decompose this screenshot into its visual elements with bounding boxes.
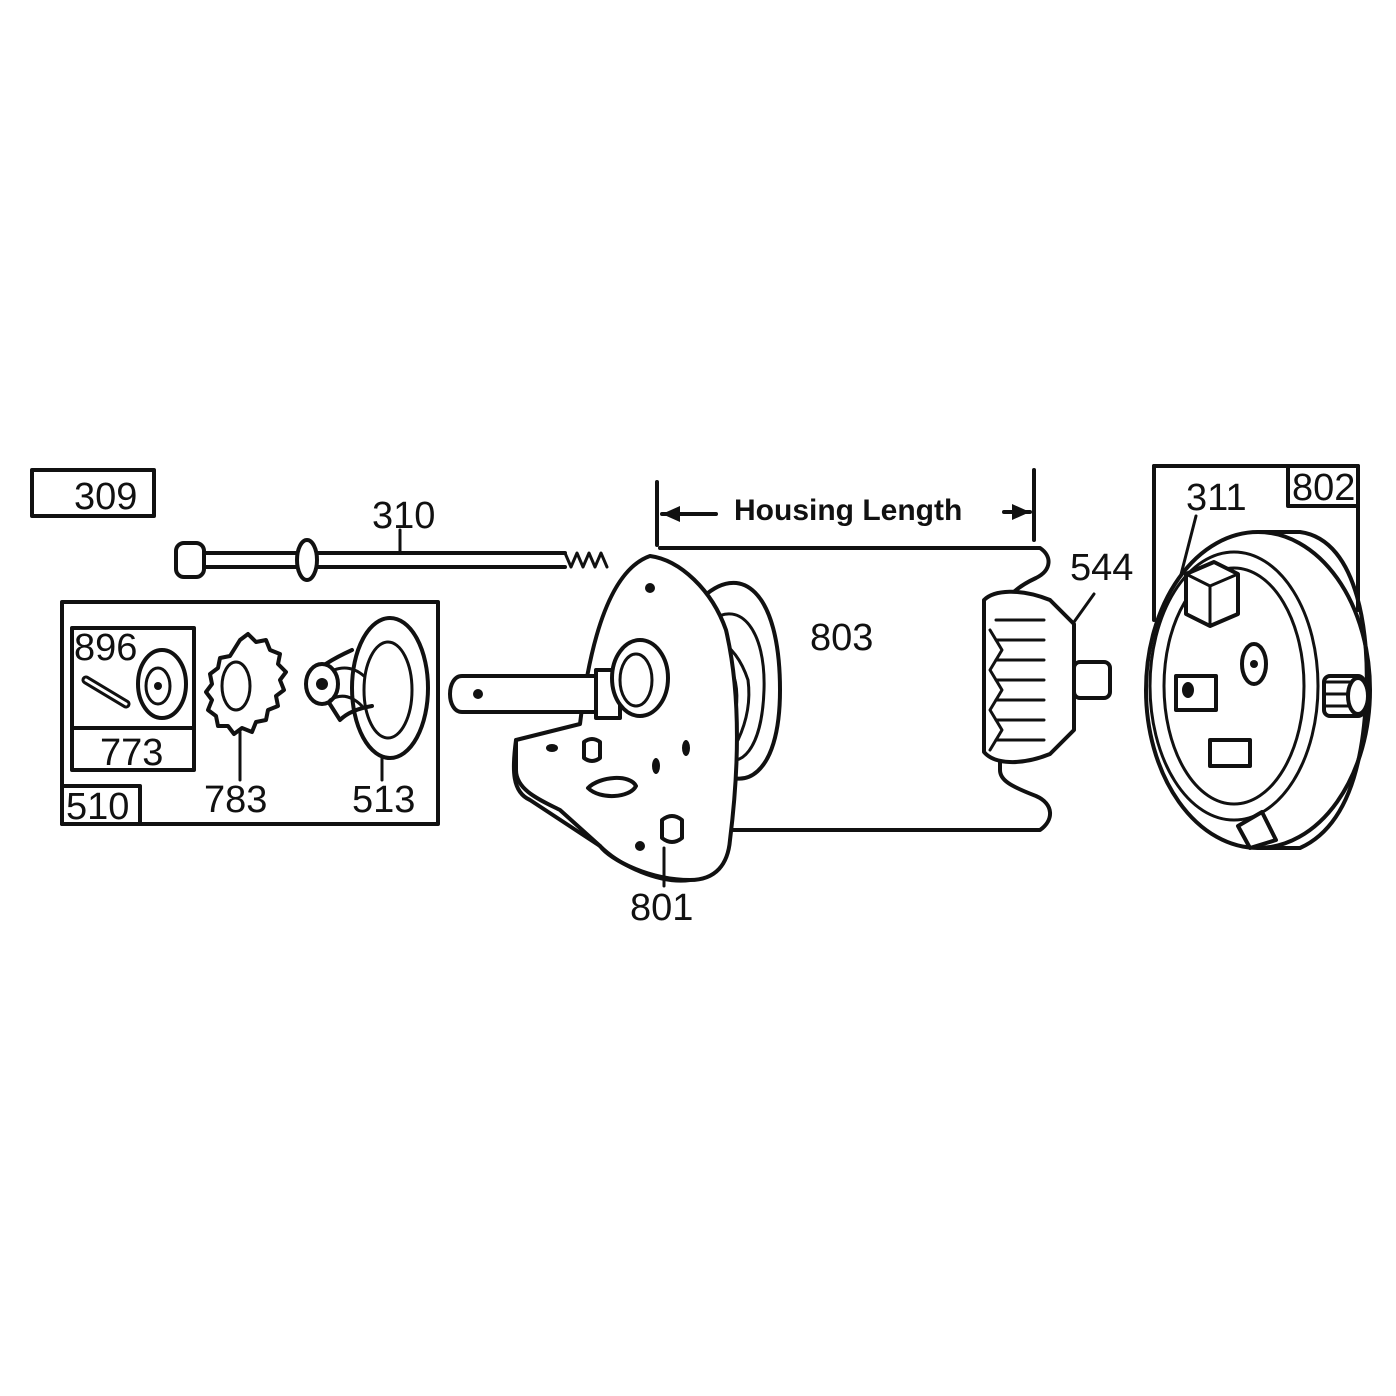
label-896: 896 bbox=[74, 627, 137, 669]
part-773-washer bbox=[136, 648, 188, 720]
part-802-commutator-end-cap: 802 311 bbox=[1144, 464, 1372, 850]
label-510: 510 bbox=[66, 786, 129, 828]
part-513-drive-pinion bbox=[304, 616, 430, 782]
label-544: 544 bbox=[1070, 547, 1133, 589]
label-311: 311 bbox=[1186, 477, 1247, 519]
label-773: 773 bbox=[100, 732, 163, 774]
label-310: 310 bbox=[372, 495, 435, 537]
part-801-drive-end-cap: 801 bbox=[448, 554, 740, 929]
label-309: 309 bbox=[74, 476, 137, 518]
part-783-gear bbox=[204, 632, 288, 782]
label-513: 513 bbox=[352, 779, 415, 821]
housing-length-dimension: Housing Length bbox=[655, 468, 1036, 547]
housing-length-label: Housing Length bbox=[734, 494, 962, 527]
label-802: 802 bbox=[1292, 467, 1355, 509]
kit-773-subbox: 773 896 bbox=[70, 626, 196, 774]
part-896-pin bbox=[81, 675, 131, 709]
part-309-callout: 309 bbox=[30, 468, 156, 518]
label-803: 803 bbox=[810, 617, 873, 659]
label-783: 783 bbox=[204, 779, 267, 821]
part-544-armature: 544 bbox=[982, 547, 1133, 765]
label-801: 801 bbox=[630, 887, 693, 929]
kit-510-box: 510 773 896 783 bbox=[60, 600, 440, 828]
part-310-through-bolt: 310 bbox=[174, 495, 609, 582]
